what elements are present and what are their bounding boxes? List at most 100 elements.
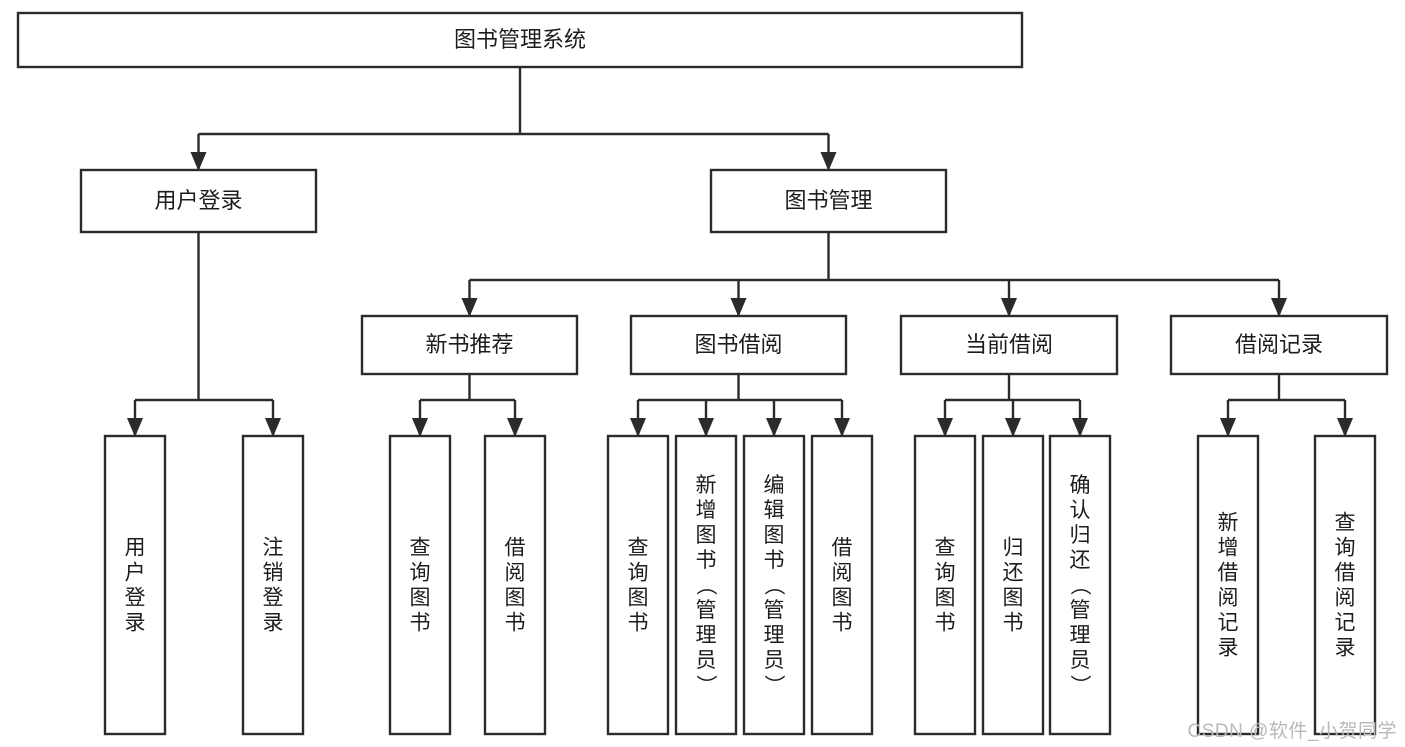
leaf-label-char: 询 [410,562,431,585]
leaf-label-char: 书 [832,612,853,635]
node-book-borrow-box[interactable] [629,314,848,376]
leaf-query-record[interactable] [1313,434,1377,736]
leaf-return-book[interactable] [981,434,1045,736]
node-user-login-label: 用户登录 [154,188,242,213]
leaf-label-char: 归 [1003,537,1024,560]
leaf-label-char: 阅 [1335,587,1356,610]
leaf-label-char: 借 [1218,562,1239,585]
leaf-borrow-book-b[interactable] [810,434,874,736]
leaf-label-char: 图 [935,587,956,610]
node-root-box[interactable] [16,11,1024,69]
arrow-head-icon [265,418,281,437]
leaf-user-login[interactable] [103,434,167,736]
leaf-label-char: 还 [1070,549,1091,572]
leaf-user-login-box[interactable] [103,434,167,736]
node-book-borrow-label: 图书借阅 [694,332,782,357]
arrow-head-icon [1001,298,1017,317]
leaf-label-char: 注 [263,537,284,560]
node-borrow-record-box[interactable] [1169,314,1389,376]
leaf-label-char: 书 [696,549,717,572]
leaf-label-char: 查 [1335,512,1356,535]
leaf-label-char: 阅 [505,562,526,585]
leaf-label-char: 书 [935,612,956,635]
leaf-confirm-return-box[interactable] [1048,434,1112,736]
node-new-book-recommend-box[interactable] [360,314,579,376]
leaf-query-book-c-box[interactable] [913,434,977,736]
leaf-query-book-b[interactable] [606,434,670,736]
leaf-borrow-book-a[interactable] [483,434,547,736]
node-current-borrow-box[interactable] [899,314,1119,376]
leaf-label-char: 书 [628,612,649,635]
leaf-label-char: 录 [263,612,284,635]
arrow-head-icon [766,418,782,437]
leaf-confirm-return[interactable] [1048,434,1112,736]
leaf-label-char: 记 [1335,612,1356,635]
leaf-add-book[interactable] [674,434,738,736]
leaf-label-char: 用 [125,537,146,560]
leaf-label-char: 图 [1003,587,1024,610]
node-book-manage[interactable]: 图书管理 [709,168,948,234]
leaf-label-char: （ [762,575,785,596]
leaf-label-char: 借 [505,537,526,560]
node-book-manage-label: 图书管理 [784,188,872,213]
node-new-book-recommend[interactable]: 新书推荐 [360,314,579,376]
arrow-head-icon [127,418,143,437]
leaf-label-char: 新 [696,474,717,497]
arrow-head-icon [412,418,428,437]
leaf-label-char: 新 [1218,512,1239,535]
leaf-label-char: 书 [1003,612,1024,635]
leaf-label-char: 理 [1070,624,1091,647]
leaf-query-book-a-box[interactable] [388,434,452,736]
leaf-label-char: 理 [696,624,717,647]
leaf-label-char: 增 [696,499,717,522]
leaf-label-char: 借 [832,537,853,560]
leaf-query-record-box[interactable] [1313,434,1377,736]
node-borrow-record-label: 借阅记录 [1235,332,1323,357]
arrow-head-icon [937,418,953,437]
leaf-add-book-box[interactable] [674,434,738,736]
leaf-label-char: 员 [1070,649,1091,672]
leaf-label-char: ） [1068,675,1091,696]
vertical-label-layer: 用户登录注销登录查询图书借阅图书查询图书新增图书（管理员）编辑图书（管理员）借阅… [125,474,1356,696]
node-user-login-box[interactable] [79,168,318,234]
leaf-label-char: 录 [1335,637,1356,660]
leaf-add-record-box[interactable] [1196,434,1260,736]
node-borrow-record[interactable]: 借阅记录 [1169,314,1389,376]
node-root[interactable]: 图书管理系统 [16,11,1024,69]
leaf-edit-book[interactable] [742,434,806,736]
arrow-head-icon [1220,418,1236,437]
leaf-borrow-book-b-box[interactable] [810,434,874,736]
leaf-label-char: 员 [696,649,717,672]
leaf-label-char: 图 [505,587,526,610]
leaf-label-char: 管 [1070,599,1091,622]
leaf-label-char: 图 [764,524,785,547]
leaf-label-char: 辑 [764,499,785,522]
node-book-manage-box[interactable] [709,168,948,234]
node-user-login[interactable]: 用户登录 [79,168,318,234]
leaf-edit-book-box[interactable] [742,434,806,736]
leaf-query-book-b-box[interactable] [606,434,670,736]
arrow-head-icon [630,418,646,437]
connector-layer [127,67,1353,437]
leaf-query-book-a[interactable] [388,434,452,736]
leaf-label-char: 还 [1003,562,1024,585]
leaf-borrow-book-a-box[interactable] [483,434,547,736]
leaf-add-record[interactable] [1196,434,1260,736]
node-book-borrow[interactable]: 图书借阅 [629,314,848,376]
leaf-label-char: 销 [263,562,284,585]
leaf-logout[interactable] [241,434,305,736]
node-current-borrow[interactable]: 当前借阅 [899,314,1119,376]
leaf-query-book-c[interactable] [913,434,977,736]
leaf-return-book-box[interactable] [981,434,1045,736]
leaf-label-char: 查 [410,537,431,560]
leaf-label-char: 录 [125,612,146,635]
leaf-label-char: 询 [628,562,649,585]
leaf-label-char: 管 [764,599,785,622]
leaf-label-char: 图 [696,524,717,547]
leaf-label-char: 查 [935,537,956,560]
leaf-logout-box[interactable] [241,434,305,736]
leaf-label-char: ） [694,675,717,696]
leaf-label-char: 书 [505,612,526,635]
leaf-label-char: 员 [764,649,785,672]
arrow-head-icon [730,298,747,317]
